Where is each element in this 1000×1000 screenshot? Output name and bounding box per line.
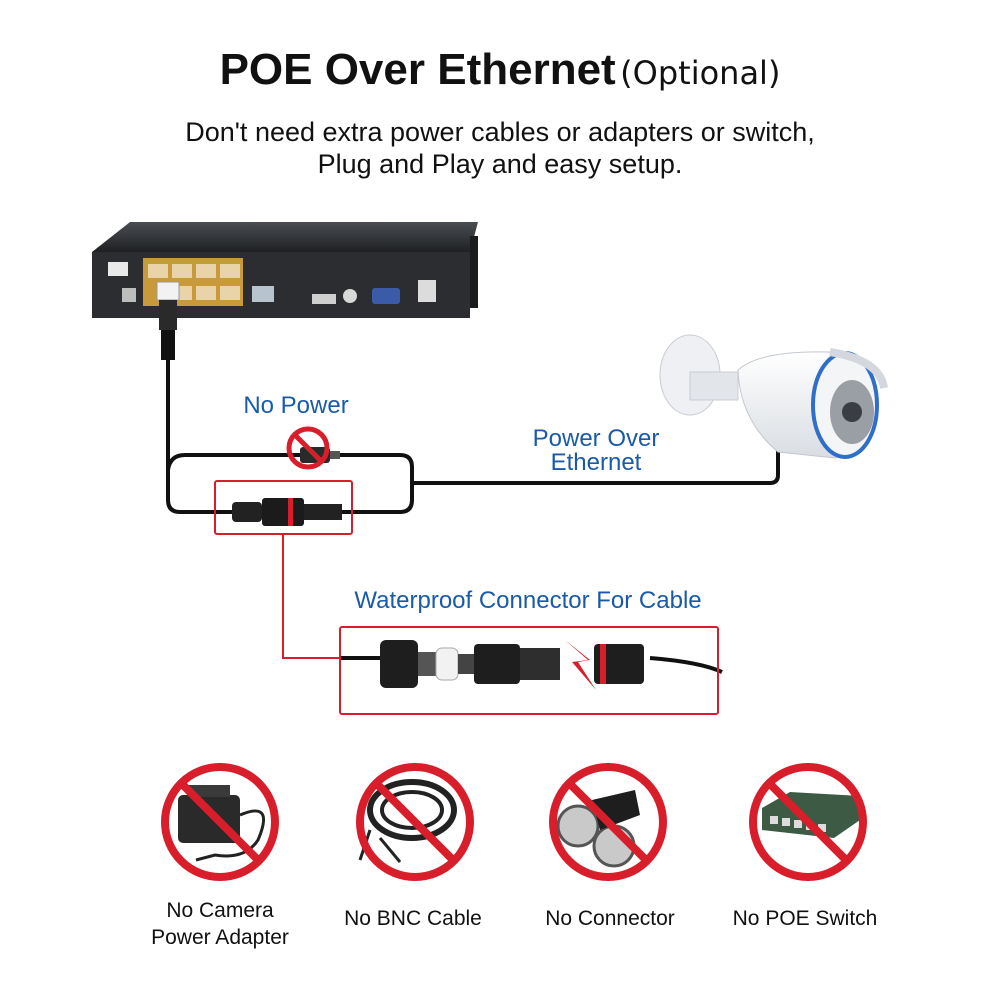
poe-label: Power Over Ethernet	[506, 427, 686, 475]
waterproof-connector-icon	[380, 640, 644, 690]
usb-port-icon	[418, 280, 436, 302]
subtitle-line-1: Don't need extra power cables or adapter…	[185, 117, 815, 147]
no-adapter-label: No Camera Power Adapter	[120, 897, 320, 951]
cable-connector-icon	[232, 498, 342, 526]
title-main: POE Over Ethernet	[219, 45, 616, 94]
no-power-label: No Power	[243, 392, 349, 419]
hdmi-port-icon	[312, 294, 336, 304]
poe-label-line-1: Power Over	[532, 425, 660, 452]
page-title: POE Over Ethernet (Optional)	[0, 45, 1000, 95]
leader-line	[282, 534, 340, 659]
no-adapter-label-line-2: Power Adapter	[151, 926, 289, 949]
dc-jack-icon	[122, 288, 136, 302]
title-optional: (Optional)	[620, 54, 781, 92]
power-switch-icon	[108, 262, 128, 276]
no-adapter-label-line-1: No Camera	[166, 899, 274, 922]
lan-port-icon	[252, 286, 274, 302]
no-poe-switch-label: No POE Switch	[732, 907, 878, 930]
subtitle-line-2: Plug and Play and easy setup.	[317, 149, 683, 179]
audio-port-icon	[343, 289, 357, 303]
page-subtitle: Don't need extra power cables or adapter…	[0, 116, 1000, 180]
nvr-recorder	[92, 222, 478, 318]
bullet-camera-icon	[659, 334, 888, 459]
cables	[166, 360, 780, 674]
waterproof-box	[339, 626, 719, 715]
vga-port-icon	[372, 288, 400, 304]
poe-label-line-2: Ethernet	[550, 449, 642, 476]
no-power-plug-icon	[286, 426, 340, 470]
rj45-plug-icon	[156, 281, 180, 360]
no-connector-label: No Connector	[545, 907, 675, 930]
no-bnc-label: No BNC Cable	[344, 907, 482, 930]
waterproof-label: Waterproof Connector For Cable	[354, 587, 702, 614]
